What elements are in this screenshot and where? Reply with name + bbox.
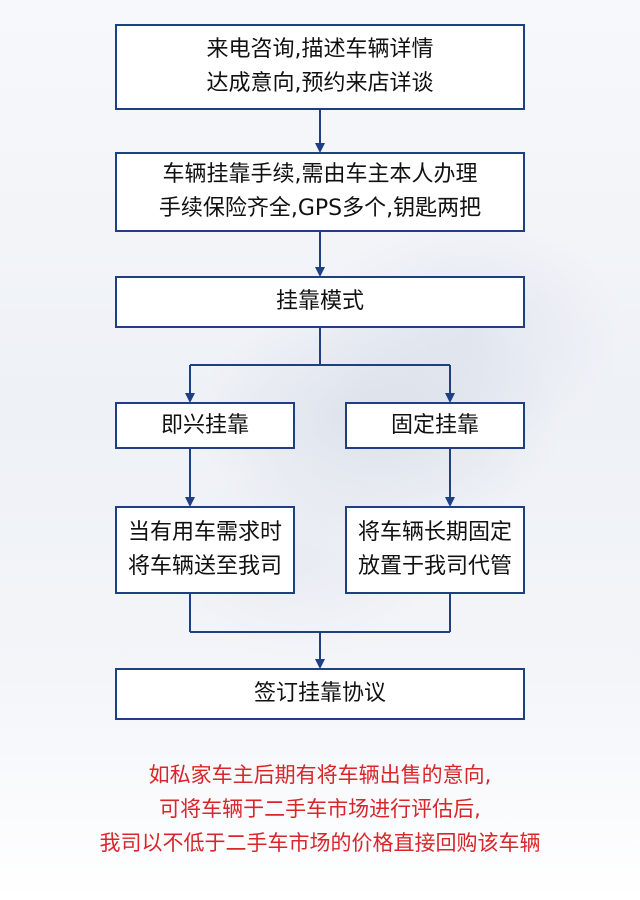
buyback-note-line1: 如私家车主后期有将车辆出售的意向, bbox=[148, 763, 492, 787]
step-fixed-detail-line1: 将车辆长期固定 bbox=[357, 520, 512, 545]
step-instant-detail: 当有用车需求时 将车辆送至我司 bbox=[115, 506, 295, 594]
step-instant: 即兴挂靠 bbox=[115, 402, 295, 449]
buyback-note-line3: 我司以不低于二手车市场的价格直接回购该车辆 bbox=[99, 831, 541, 855]
step-mode: 挂靠模式 bbox=[115, 276, 525, 328]
step-fixed-label: 固定挂靠 bbox=[390, 412, 479, 438]
buyback-note-line2: 可将车辆于二手车市场进行评估后, bbox=[159, 797, 481, 821]
step-procedures: 车辆挂靠手续,需由车主本人办理 手续保险齐全,GPS多个,钥匙两把 bbox=[115, 152, 525, 232]
step-mode-label: 挂靠模式 bbox=[275, 289, 364, 314]
step-fixed-detail: 将车辆长期固定 放置于我司代管 bbox=[345, 506, 525, 594]
step-instant-detail-line2: 将车辆送至我司 bbox=[127, 554, 282, 579]
step-instant-label: 即兴挂靠 bbox=[160, 412, 249, 438]
step-consult: 来电咨询,描述车辆详情 达成意向,预约来店详谈 bbox=[115, 24, 525, 110]
step-sign: 签订挂靠协议 bbox=[115, 668, 525, 720]
step-fixed-detail-line2: 放置于我司代管 bbox=[357, 554, 512, 579]
step-consult-line2: 达成意向,预约来店详谈 bbox=[206, 71, 434, 96]
step-consult-line1: 来电咨询,描述车辆详情 bbox=[206, 37, 434, 62]
step-instant-detail-line1: 当有用车需求时 bbox=[127, 520, 282, 545]
step-fixed: 固定挂靠 bbox=[345, 402, 525, 449]
step-sign-label: 签订挂靠协议 bbox=[253, 681, 386, 706]
step-procedures-line2: 手续保险齐全,GPS多个,钥匙两把 bbox=[158, 196, 482, 221]
buyback-note: 如私家车主后期有将车辆出售的意向, 可将车辆于二手车市场进行评估后, 我司以不低… bbox=[0, 758, 640, 860]
step-procedures-line1: 车辆挂靠手续,需由车主本人办理 bbox=[162, 162, 478, 187]
